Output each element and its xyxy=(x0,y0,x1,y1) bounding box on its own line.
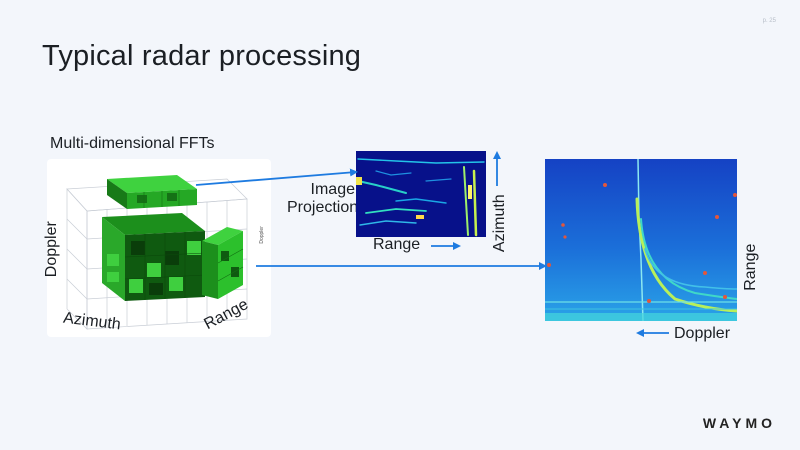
side-projection-block xyxy=(202,227,244,299)
page-number: p. 25 xyxy=(762,18,776,24)
range-azimuth-heatmap xyxy=(356,158,485,237)
top-projection-block xyxy=(107,175,197,209)
range-doppler-heatmap xyxy=(545,159,737,321)
range-azimuth-projection-image xyxy=(356,151,486,237)
rd-y-label: Range xyxy=(741,243,759,291)
fft-cube-illustration xyxy=(66,175,248,330)
rd-x-label: Doppler xyxy=(674,325,731,342)
cube-caption: Multi-dimensional FFTs xyxy=(50,135,215,152)
main-cube xyxy=(102,213,206,301)
fft-cube-panel xyxy=(47,159,271,337)
waymo-logo: WAYMO xyxy=(702,415,776,431)
cube-side-tiny-label: Doppler xyxy=(259,226,266,244)
range-doppler-image xyxy=(545,159,737,321)
cube-axis-doppler: Doppler xyxy=(42,221,60,278)
proj-x-label: Range xyxy=(373,236,421,253)
proj-y-label: Azimuth xyxy=(490,194,508,253)
page-title: Typical radar processing xyxy=(42,40,362,72)
image-projections-label: Image Projections xyxy=(287,181,367,217)
